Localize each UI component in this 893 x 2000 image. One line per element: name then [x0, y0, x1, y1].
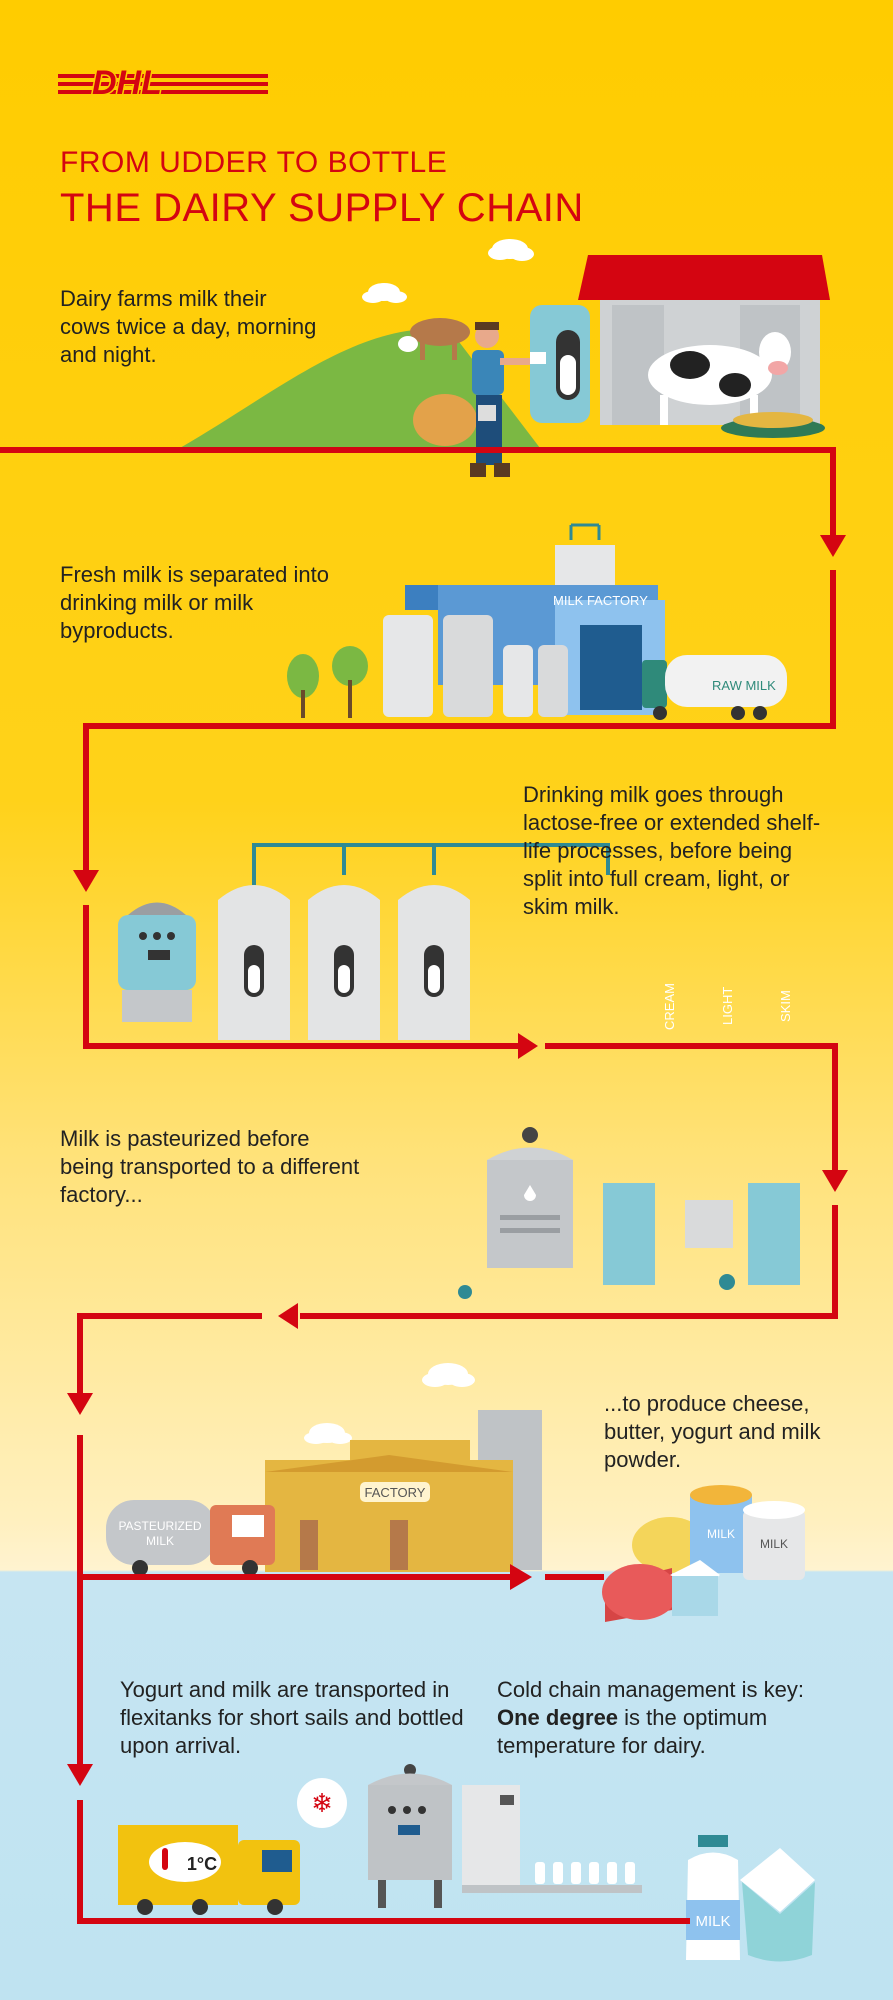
pasteurized-milk-truck-icon: PASTEURIZED MILK	[106, 1500, 275, 1576]
processing-machine-icon	[118, 902, 196, 1022]
refrigerated-truck-icon: 1°C	[118, 1825, 300, 1915]
separator-tanks-icon	[218, 843, 610, 1040]
step-4-text: Milk is pasteurized before being transpo…	[60, 1126, 360, 1207]
yogurt-carton-icon	[740, 1848, 815, 1962]
snowflake-badge-icon: ❄	[297, 1778, 347, 1828]
step-5-text: ...to produce cheese, butter, yogurt and…	[604, 1391, 821, 1472]
cold-chain-emphasis: One degree	[497, 1705, 619, 1730]
step-3-text: Drinking milk goes through lactose-free …	[523, 782, 821, 919]
cow-icon	[648, 332, 791, 425]
cloud-icon	[304, 1423, 352, 1444]
temperature-label: 1°C	[187, 1854, 217, 1874]
milk-factory-icon: MILK FACTORY	[383, 523, 665, 717]
pasteurized-label-1: PASTEURIZED	[118, 1519, 201, 1533]
milk-can-label: MILK	[707, 1527, 735, 1541]
page-subtitle: FROM UDDER TO BOTTLE	[60, 146, 448, 179]
light-label: LIGHT	[720, 987, 735, 1025]
step-6-text: Yogurt and milk are transported in flexi…	[120, 1677, 464, 1758]
tree-icon	[332, 646, 368, 718]
milk-factory-label: MILK FACTORY	[553, 593, 648, 608]
flow-arrowheads	[67, 535, 848, 1786]
pasteurized-label-2: MILK	[146, 1534, 174, 1548]
tree-icon	[287, 654, 319, 718]
cold-chain-text: Cold chain management is key: One degree…	[497, 1676, 842, 1760]
farmer-icon	[470, 322, 546, 477]
cloud-icon	[488, 239, 534, 261]
page-title: THE DAIRY SUPPLY CHAIN	[60, 186, 584, 230]
cloud-icon	[422, 1363, 475, 1387]
raw-milk-truck-icon: RAW MILK	[642, 655, 787, 720]
milk-bottle-icon: MILK	[686, 1835, 740, 1960]
dairy-products-icon: MILK MILK	[602, 1485, 805, 1622]
factory-label: FACTORY	[365, 1485, 426, 1500]
dairy-factory-icon: FACTORY	[265, 1410, 542, 1572]
cold-chain-text-before: Cold chain management is key:	[497, 1677, 804, 1702]
cold-chain-text-after: is the optimum temperature for dairy.	[497, 1705, 768, 1758]
step-2-text: Fresh milk is separated into drinking mi…	[60, 562, 329, 643]
grazing-cow-icon	[398, 318, 470, 360]
svg-text:❄: ❄	[311, 1788, 333, 1818]
pasteurizer-icon	[458, 1127, 800, 1299]
milk-bottle-label: MILK	[695, 1913, 730, 1930]
cloud-icon	[362, 283, 407, 303]
flow-line	[0, 447, 838, 1924]
skim-label: SKIM	[778, 990, 793, 1022]
milking-machine-icon	[530, 305, 590, 423]
bottling-machine-icon	[368, 1764, 642, 1908]
cream-label: CREAM	[662, 983, 677, 1030]
raw-milk-label: RAW MILK	[712, 678, 776, 693]
hay-bale	[413, 394, 477, 446]
step-1-text: Dairy farms milk their cows twice a day,…	[60, 286, 317, 367]
milk-tin-label: MILK	[760, 1537, 788, 1551]
